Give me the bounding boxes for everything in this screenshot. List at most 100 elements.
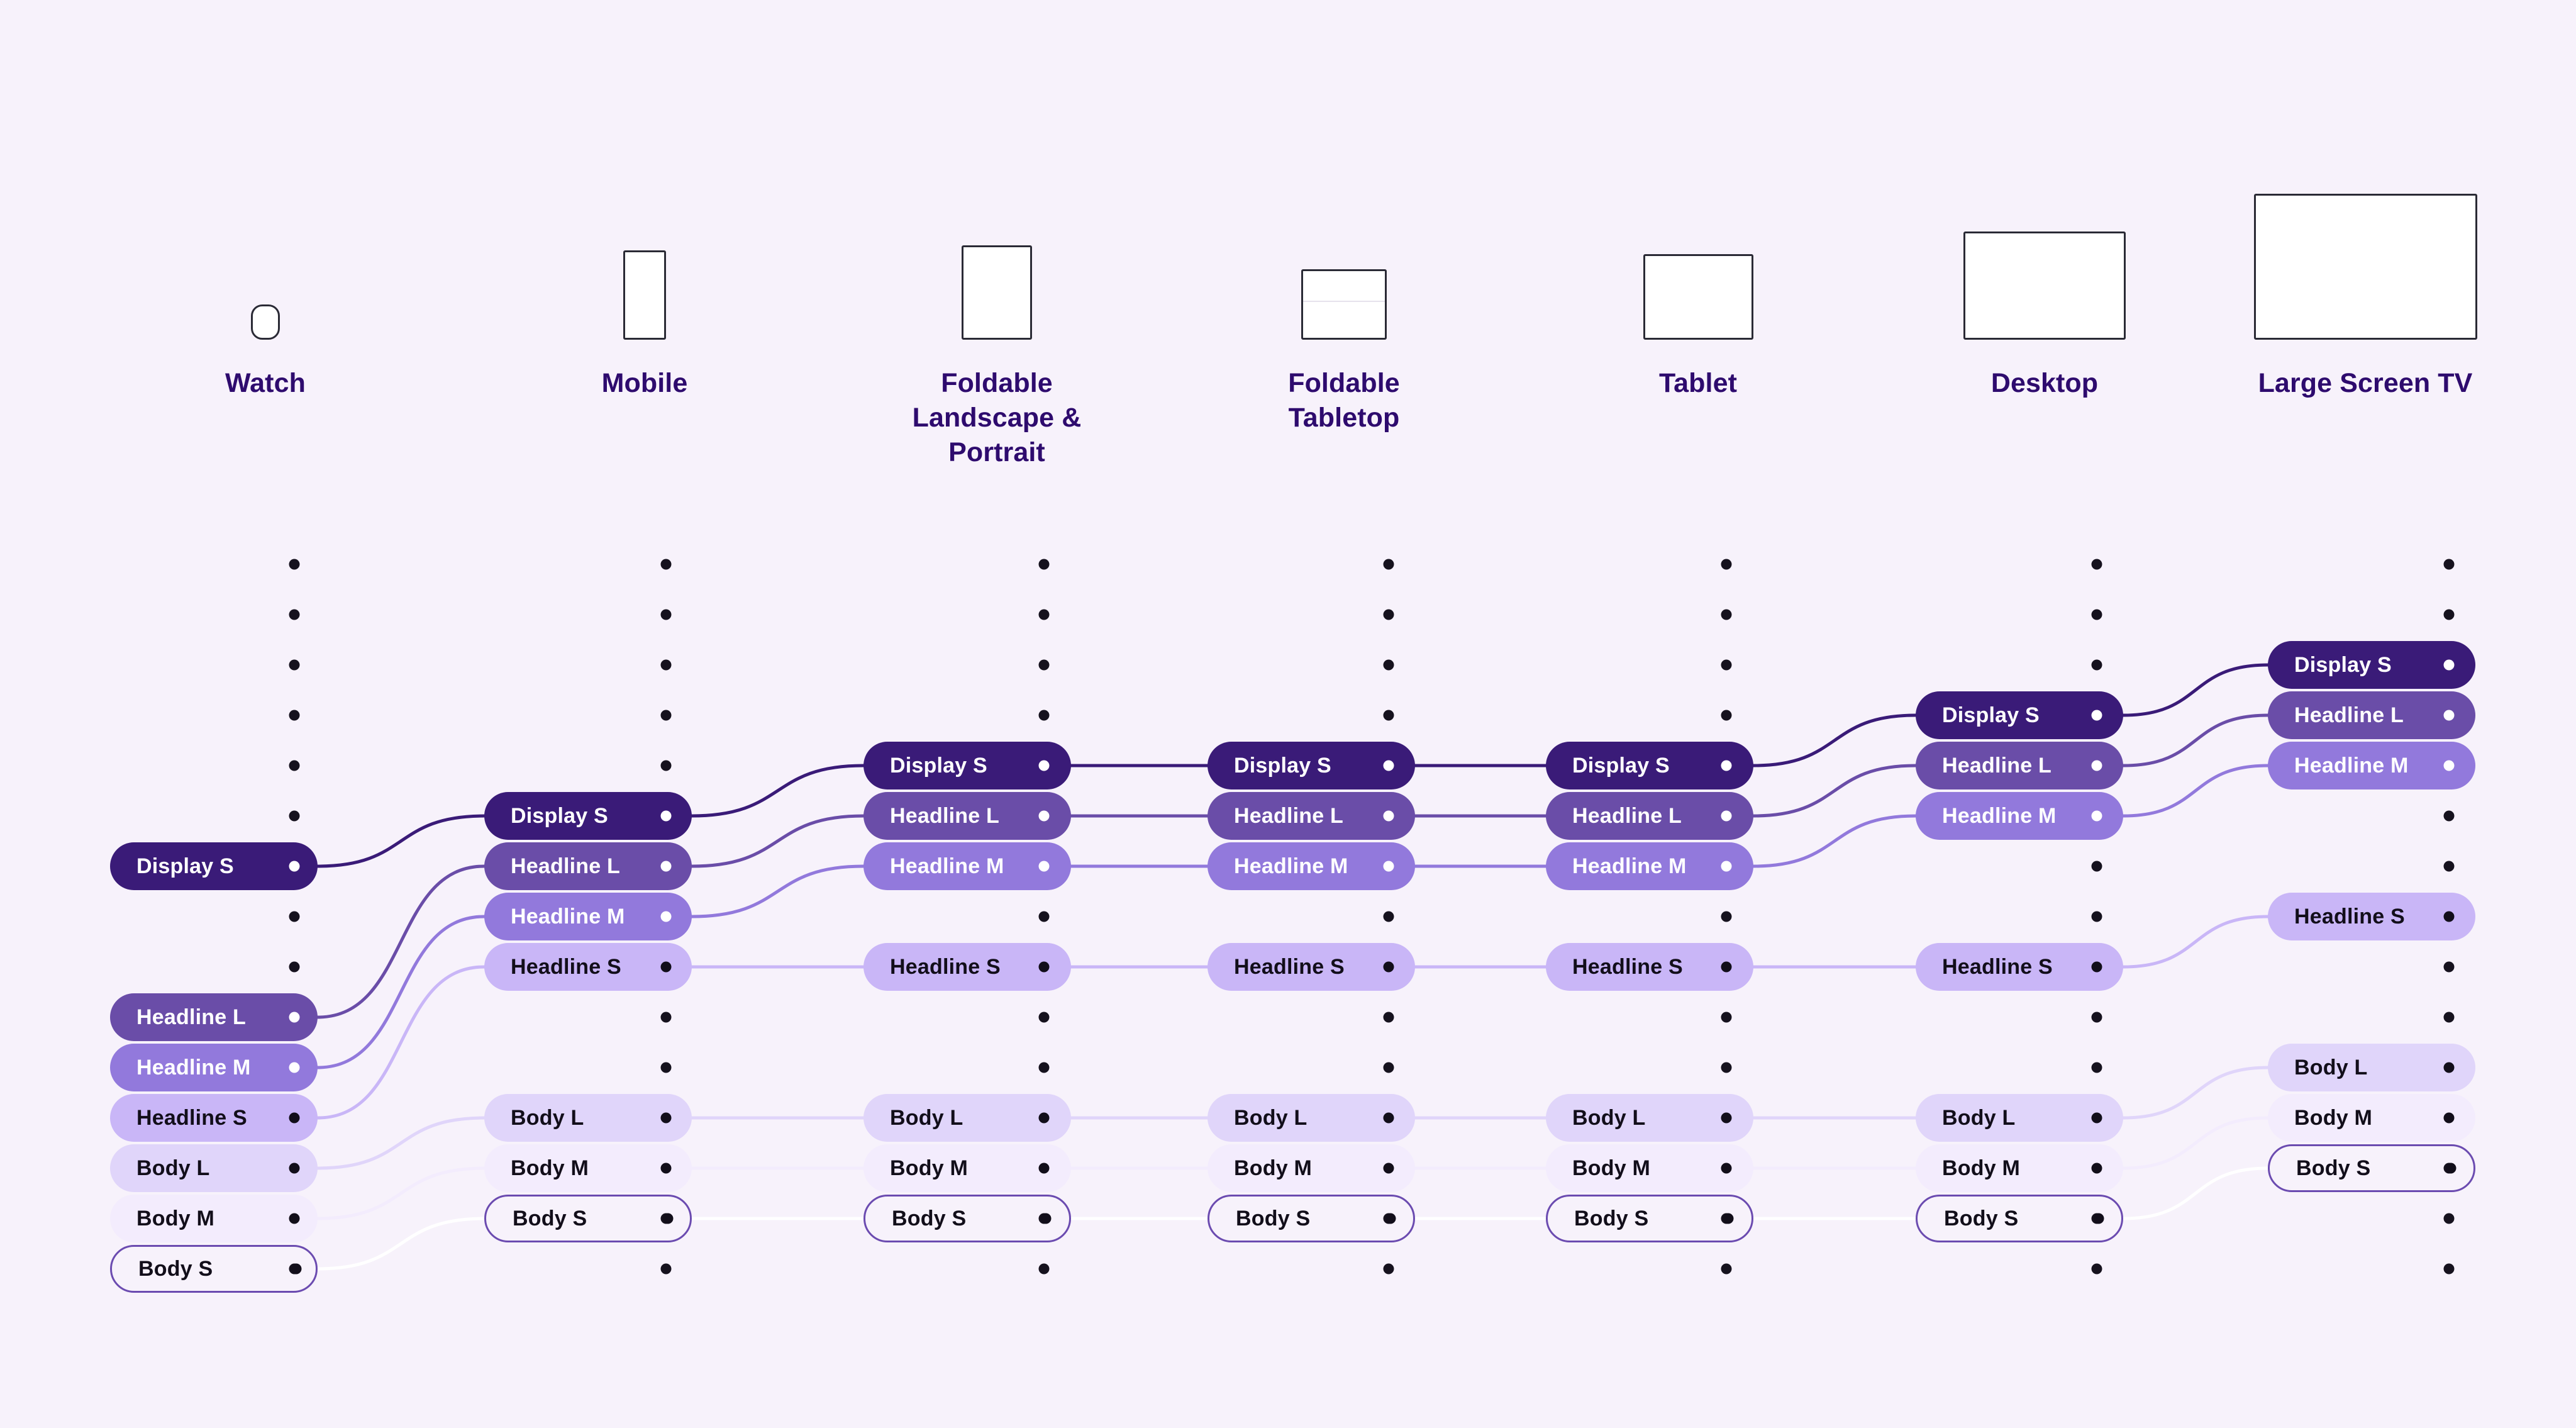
typescale-chip-headline-l[interactable]: Headline L xyxy=(1916,742,2123,789)
grid-dot xyxy=(660,1263,672,1275)
chip-anchor-dot xyxy=(2443,710,2455,721)
typescale-chip-headline-s[interactable]: Headline S xyxy=(863,943,1071,991)
chip-label: Body L xyxy=(511,1105,584,1130)
typescale-chip-headline-m[interactable]: Headline M xyxy=(1916,792,2123,840)
typescale-chip-headline-s[interactable]: Headline S xyxy=(484,943,692,991)
typescale-chip-display-s[interactable]: Display S xyxy=(110,842,318,890)
mobile-device-icon xyxy=(481,157,808,340)
typescale-chip-body-m[interactable]: Body M xyxy=(2268,1094,2475,1142)
typescale-chip-headline-m[interactable]: Headline M xyxy=(863,842,1071,890)
connector-path-body-l xyxy=(2121,1066,2270,1120)
connector-path-body-s xyxy=(2121,1166,2270,1220)
chip-anchor-dot xyxy=(2091,760,2102,771)
chip-anchor-dot xyxy=(660,861,672,872)
typescale-chip-headline-m[interactable]: Headline M xyxy=(1208,842,1415,890)
chip-anchor-dot xyxy=(660,1163,672,1174)
chip-anchor-dot xyxy=(1038,861,1050,872)
typescale-chip-body-s[interactable]: Body S xyxy=(484,1195,692,1242)
device-column-foldable-tabletop[interactable]: Foldable Tabletop xyxy=(1180,157,1507,435)
typescale-chip-display-s[interactable]: Display S xyxy=(863,742,1071,789)
chip-label: Body S xyxy=(1574,1206,1649,1230)
chip-label: Display S xyxy=(890,753,987,778)
typescale-chip-body-l[interactable]: Body L xyxy=(1916,1094,2123,1142)
typescale-chip-body-m[interactable]: Body M xyxy=(1546,1144,1753,1192)
device-column-watch[interactable]: Watch xyxy=(102,157,429,401)
device-column-desktop[interactable]: Desktop xyxy=(1881,157,2208,401)
chip-anchor-dot xyxy=(1383,1163,1394,1174)
chip-anchor-dot xyxy=(660,1112,672,1124)
typescale-chip-headline-m[interactable]: Headline M xyxy=(110,1044,318,1091)
typescale-chip-headline-m[interactable]: Headline M xyxy=(2268,742,2475,789)
typescale-chip-body-m[interactable]: Body M xyxy=(1916,1144,2123,1192)
chip-label: Headline S xyxy=(2294,904,2405,929)
typescale-chip-display-s[interactable]: Display S xyxy=(484,792,692,840)
typescale-chip-body-m[interactable]: Body M xyxy=(484,1144,692,1192)
typescale-chip-body-s[interactable]: Body S xyxy=(110,1245,318,1293)
typescale-chip-headline-m[interactable]: Headline M xyxy=(484,893,692,940)
grid-dot xyxy=(1383,911,1394,922)
grid-dot xyxy=(1721,911,1732,922)
chip-anchor-dot xyxy=(2443,911,2455,922)
typescale-chip-body-s[interactable]: Body S xyxy=(2268,1144,2475,1192)
device-column-foldable-landscape[interactable]: Foldable Landscape & Portrait xyxy=(833,157,1160,470)
grid-dot xyxy=(2091,861,2102,872)
typescale-chip-body-s[interactable]: Body S xyxy=(1916,1195,2123,1242)
chip-anchor-dot xyxy=(1721,1112,1732,1124)
typescale-chip-headline-m[interactable]: Headline M xyxy=(1546,842,1753,890)
grid-dot xyxy=(289,961,300,973)
device-column-tablet[interactable]: Tablet xyxy=(1535,157,1862,401)
grid-dot xyxy=(2443,1012,2455,1023)
connector-path-display-s xyxy=(1752,713,1918,767)
typescale-chip-display-s[interactable]: Display S xyxy=(1546,742,1753,789)
grid-dot xyxy=(1721,1062,1732,1073)
typescale-chip-body-m[interactable]: Body M xyxy=(863,1144,1071,1192)
typescale-chip-body-m[interactable]: Body M xyxy=(110,1195,318,1242)
typescale-chip-display-s[interactable]: Display S xyxy=(2268,641,2475,689)
typescale-chip-body-l[interactable]: Body L xyxy=(484,1094,692,1142)
typescale-chip-headline-s[interactable]: Headline S xyxy=(1546,943,1753,991)
typescale-chip-body-s[interactable]: Body S xyxy=(1208,1195,1415,1242)
grid-dot xyxy=(660,559,672,570)
typescale-chip-headline-s[interactable]: Headline S xyxy=(1916,943,2123,991)
chip-label: Display S xyxy=(511,803,608,828)
chip-label: Body M xyxy=(890,1156,968,1180)
watch-device-icon xyxy=(102,157,429,340)
typescale-chip-body-l[interactable]: Body L xyxy=(1208,1094,1415,1142)
typescale-chip-display-s[interactable]: Display S xyxy=(1208,742,1415,789)
typescale-chip-body-m[interactable]: Body M xyxy=(1208,1144,1415,1192)
grid-dot xyxy=(1721,559,1732,570)
typescale-chip-headline-l[interactable]: Headline L xyxy=(2268,691,2475,739)
typescale-chip-headline-s[interactable]: Headline S xyxy=(2268,893,2475,940)
typescale-chip-headline-l[interactable]: Headline L xyxy=(484,842,692,890)
chip-anchor-dot xyxy=(1721,1163,1732,1174)
typescale-chip-display-s[interactable]: Display S xyxy=(1916,691,2123,739)
chip-label: Body M xyxy=(511,1156,589,1180)
typescale-chip-headline-s[interactable]: Headline S xyxy=(110,1094,318,1142)
grid-dot xyxy=(1383,659,1394,671)
typescale-chip-body-l[interactable]: Body L xyxy=(110,1144,318,1192)
typescale-chip-headline-l[interactable]: Headline L xyxy=(110,993,318,1041)
connector-path-headline-m xyxy=(316,915,486,1069)
device-column-large-screen-tv[interactable]: Large Screen TV xyxy=(2202,157,2529,401)
typescale-chip-headline-l[interactable]: Headline L xyxy=(1208,792,1415,840)
typescale-chip-body-s[interactable]: Body S xyxy=(863,1195,1071,1242)
connector-path-body-s xyxy=(316,1217,486,1271)
typescale-chip-body-l[interactable]: Body L xyxy=(863,1094,1071,1142)
chip-anchor-dot xyxy=(2443,659,2455,671)
typescale-chip-body-l[interactable]: Body L xyxy=(1546,1094,1753,1142)
chip-label: Body L xyxy=(2294,1055,2368,1079)
chip-anchor-dot xyxy=(1040,1213,1052,1224)
typescale-chip-headline-l[interactable]: Headline L xyxy=(863,792,1071,840)
chip-label: Headline L xyxy=(1942,753,2051,778)
grid-dot xyxy=(1038,911,1050,922)
chip-label: Body S xyxy=(1944,1206,2019,1230)
grid-dot xyxy=(1383,710,1394,721)
grid-dot xyxy=(289,911,300,922)
typescale-chip-body-s[interactable]: Body S xyxy=(1546,1195,1753,1242)
device-column-mobile[interactable]: Mobile xyxy=(481,157,808,401)
typescale-chip-headline-s[interactable]: Headline S xyxy=(1208,943,1415,991)
grid-dot xyxy=(289,760,300,771)
chip-label: Body L xyxy=(1572,1105,1646,1130)
typescale-chip-headline-l[interactable]: Headline L xyxy=(1546,792,1753,840)
typescale-chip-body-l[interactable]: Body L xyxy=(2268,1044,2475,1091)
